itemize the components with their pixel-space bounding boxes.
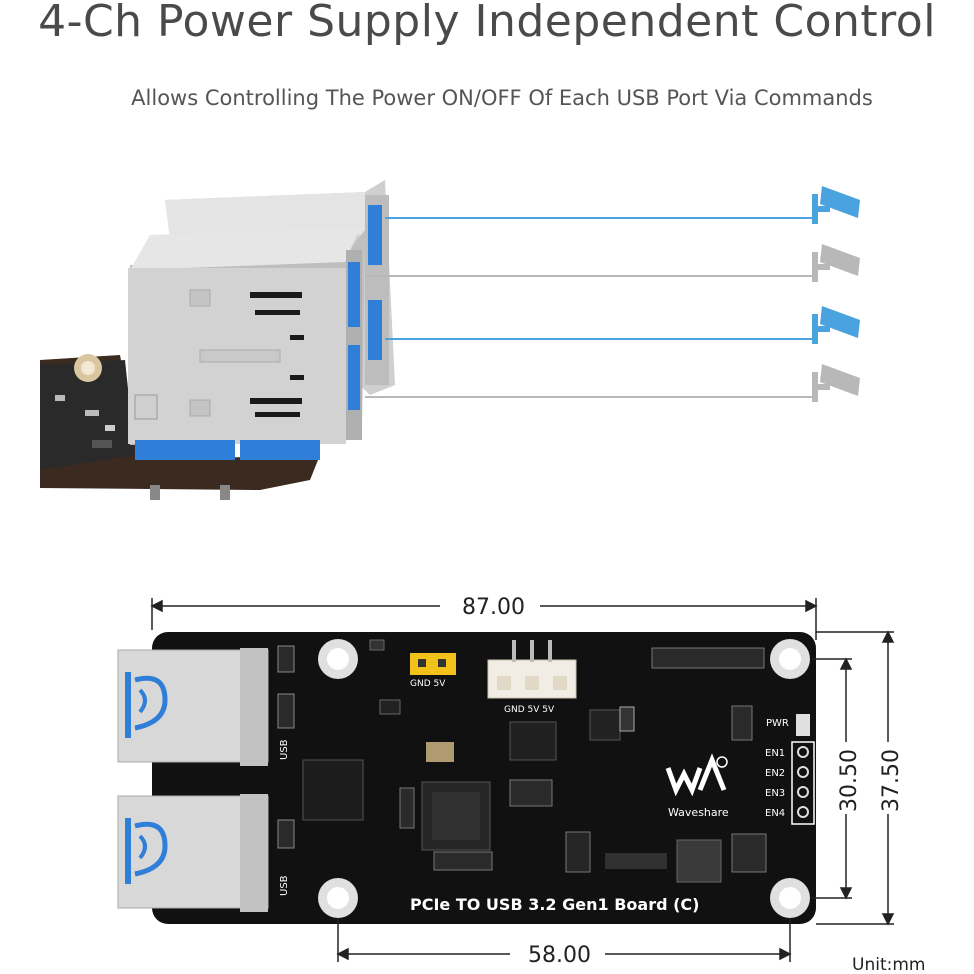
camera-icon [812,306,860,344]
fpc-connector [651,647,765,669]
page-title: 4-Ch Power Supply Independent Control [38,0,936,47]
dimension-hole-y [812,657,853,900]
silk-usb-top: USB [279,739,290,760]
jumper-header [410,653,456,675]
camera-icon [812,364,860,402]
silk-en4: EN4 [765,808,785,819]
camera-icon [812,186,860,224]
mounting-hole [318,639,358,679]
mounting-hole [770,878,810,918]
silk-connector: GND 5V 5V [504,705,555,715]
silk-logo-text: Waveshare [668,806,729,819]
camera-icon [812,244,860,282]
silk-en1: EN1 [765,748,785,759]
silk-en2: EN2 [765,768,785,779]
silk-usb-bottom: USB [279,875,290,896]
board-name: PCIe TO USB 3.2 Gen1 Board (C) [410,895,699,914]
silk-pwr: PWR [766,718,789,729]
silk-jumper: GND 5V [410,679,446,689]
width-value: 87.00 [462,595,525,620]
dimension-height [816,630,895,926]
hole-spacing-x-value: 58.00 [528,943,591,968]
hole-spacing-y-value: 30.50 [837,749,862,812]
dimension-hole-x [336,918,792,962]
pcb-board: USB USB GND 5V GND 5V 5V PWR EN1 EN2 EN3… [117,632,816,924]
usb-port-bottom [117,794,269,912]
height-value: 37.50 [879,749,904,812]
enable-pin-header [791,741,815,825]
silk-en3: EN3 [765,788,785,799]
waveshare-logo [665,753,728,797]
mounting-hole [318,878,358,918]
page-subtitle: Allows Controlling The Power ON/OFF Of E… [131,86,873,110]
unit-label: Unit:mm [852,955,925,974]
mounting-hole [770,639,810,679]
usb-port-top [117,648,269,766]
dimension-width [150,598,818,640]
usb-stack-illustration [40,180,395,500]
